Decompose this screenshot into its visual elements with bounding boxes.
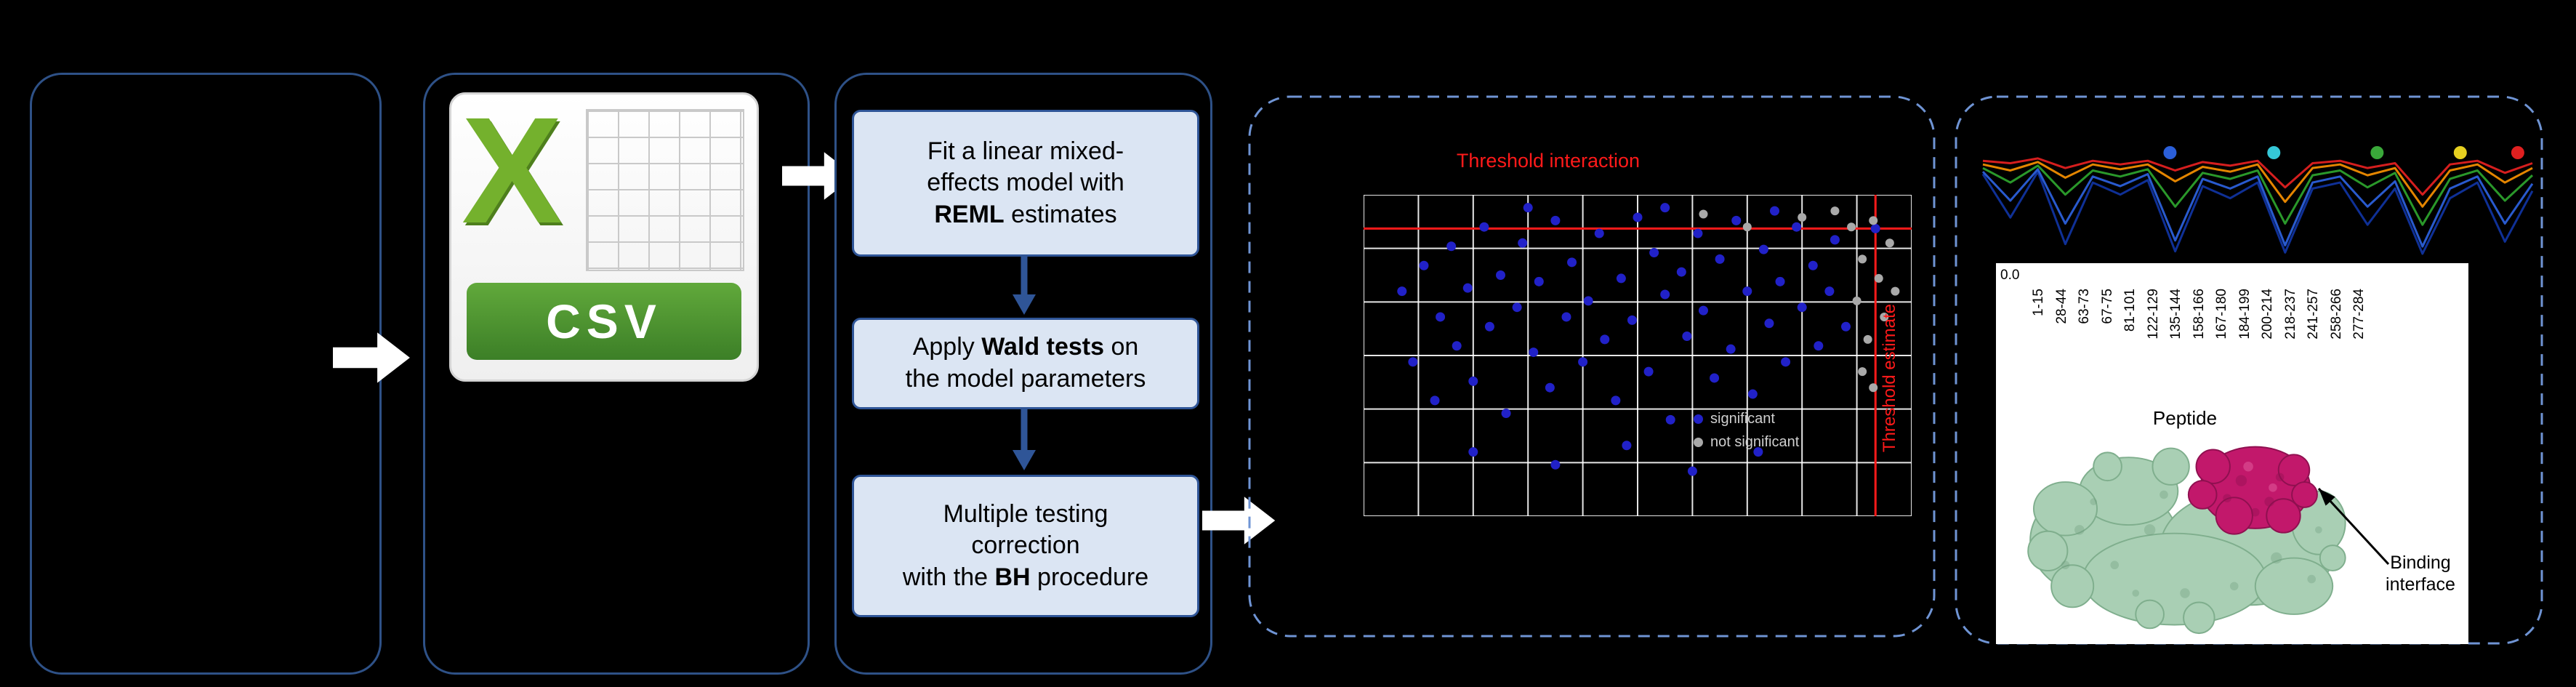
peptide-tick-label: 1-15 — [2031, 289, 2046, 317]
step-fit-model: Fit a linear mixed- effects model with R… — [852, 110, 1199, 257]
peptide-tick-label: 200-214 — [2260, 289, 2275, 340]
x-axis-title: Peptide — [2152, 407, 2218, 429]
legend-item: not significant — [1694, 430, 1799, 454]
peptide-tick-label: 258-266 — [2328, 289, 2344, 340]
raw-data-box — [30, 73, 382, 675]
step1-line1: Fit a linear mixed- — [927, 137, 1124, 165]
step2-line2: the model parameters — [905, 365, 1146, 393]
threshold-interaction-label: Threshold interaction — [1456, 150, 1641, 172]
step-arrow-2-icon — [1013, 408, 1036, 470]
step2-line1a: Apply — [912, 333, 982, 361]
y-axis-tick-label: 0.0 — [2000, 268, 2020, 283]
binding-interface-arrow-icon — [2317, 487, 2390, 566]
step1-keyword: REML — [934, 200, 1005, 228]
step3-line2: correction — [971, 531, 1080, 560]
model-steps-box: Fit a linear mixed- effects model with R… — [834, 73, 1212, 675]
step-arrow-1-icon — [1013, 255, 1036, 315]
binding-interface-label: Binding interface — [2386, 553, 2455, 595]
csv-banner: CSV — [467, 282, 741, 360]
peptide-tick-label: 28-44 — [2053, 289, 2069, 324]
csv-file-icon: X CSV — [449, 87, 759, 382]
peptide-axis-panel: 0.0 1-15 28-44 63-73 67-75 81-101 122-129 135-… — [1996, 263, 2468, 644]
peptide-profile-chart — [1981, 146, 2534, 255]
step3-line1: Multiple testing — [943, 499, 1108, 528]
step1-line2: effects model with — [927, 169, 1124, 197]
flow-arrow-1-icon — [333, 332, 410, 383]
volcano-scatter-plot — [1364, 195, 1912, 516]
scatter-panel-border — [1248, 95, 1936, 638]
threshold-estimate-label: Threshold estimate — [1880, 304, 1899, 453]
peptide-tick-label: 158-166 — [2191, 289, 2207, 340]
peptide-tick-label: 218-237 — [2282, 289, 2298, 340]
peptide-tick-label: 277-284 — [2351, 289, 2367, 340]
peptide-tick-label: 184-199 — [2237, 289, 2253, 340]
scatter-legend: significant not significant — [1694, 407, 1799, 454]
peptide-tick-label: 241-257 — [2306, 289, 2321, 340]
csv-box: X CSV — [423, 73, 810, 675]
step2-keyword: Wald tests — [981, 333, 1104, 361]
peptide-tick-label: 81-101 — [2122, 289, 2138, 332]
csv-banner-label: CSV — [546, 294, 662, 348]
spreadsheet-grid — [585, 108, 744, 272]
peptide-tick-label: 122-129 — [2145, 289, 2161, 340]
legend-dot-significant-icon — [1694, 414, 1703, 424]
legend-dot-notsignificant-icon — [1694, 437, 1703, 447]
step-wald-tests: Apply Wald tests on the model parameters — [852, 318, 1199, 409]
step2-line1c: on — [1104, 333, 1139, 361]
step3-keyword: BH — [994, 563, 1031, 591]
legend-label: not significant — [1710, 433, 1800, 450]
step-bh-correction: Multiple testing correction with the BH … — [852, 475, 1199, 617]
protein-structure-image — [2027, 446, 2346, 635]
peptide-tick-label: 167-180 — [2214, 289, 2229, 340]
flow-arrow-3-icon — [1202, 497, 1276, 545]
excel-x-logo: X — [462, 87, 563, 255]
peptide-tick-label: 67-75 — [2099, 289, 2115, 324]
legend-item: significant — [1694, 407, 1799, 430]
step3-line3a: with the — [902, 563, 995, 591]
peptide-tick-label: 63-73 — [2077, 289, 2092, 324]
peptide-tick-label: 135-144 — [2168, 289, 2183, 340]
legend-label: significant — [1710, 410, 1775, 427]
step1-line3: estimates — [1004, 200, 1117, 228]
step3-line3c: procedure — [1030, 563, 1149, 591]
